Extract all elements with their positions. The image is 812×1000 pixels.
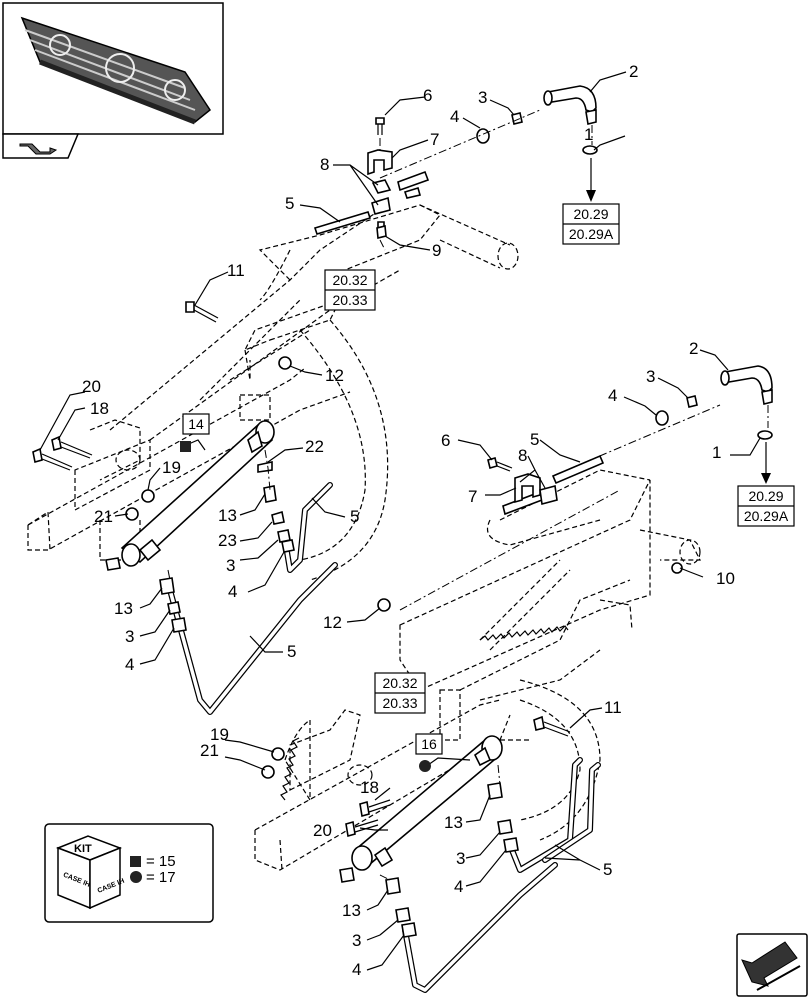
part-box-label: 14 [188, 416, 204, 432]
ref-arrows [586, 158, 771, 484]
part-box-14[interactable]: 14 [180, 413, 210, 452]
fasteners [32, 112, 698, 938]
callout-11[interactable]: 11 [604, 698, 622, 717]
lower-cylinder [339, 735, 503, 883]
callout-8[interactable]: 8 [518, 446, 527, 465]
kit-square-marker-icon [130, 856, 141, 867]
ref-box-20-29-upper[interactable]: 20.29 20.29A [562, 203, 620, 245]
callout-4[interactable]: 4 [228, 582, 237, 601]
callout-22[interactable]: 22 [305, 437, 324, 456]
ref-label: 20.32 [332, 272, 367, 288]
upper-frame [27, 204, 519, 581]
callout-11[interactable]: 11 [227, 261, 245, 280]
kit-square-marker-icon [180, 441, 191, 452]
callout-5[interactable]: 5 [287, 642, 296, 661]
kit-line-1: = 15 [146, 853, 176, 870]
part-box-16[interactable]: 16 [415, 733, 443, 772]
hose-upper-long [167, 562, 338, 715]
callout-5[interactable]: 5 [530, 430, 539, 449]
kit-circle-marker-icon [130, 871, 142, 883]
assembly-axes [167, 109, 769, 881]
callout-18[interactable]: 18 [360, 778, 379, 797]
callout-5[interactable]: 5 [350, 507, 359, 526]
callout-2[interactable]: 2 [629, 62, 638, 81]
callout-4[interactable]: 4 [125, 655, 134, 674]
callout-1[interactable]: 1 [712, 443, 721, 462]
lower-frame [254, 469, 701, 871]
callout-20[interactable]: 20 [313, 821, 332, 840]
callout-3[interactable]: 3 [646, 367, 655, 386]
callout-7[interactable]: 7 [468, 487, 477, 506]
callout-19[interactable]: 19 [210, 725, 229, 744]
serrated-edges [280, 625, 569, 801]
callout-3[interactable]: 3 [478, 88, 487, 107]
callout-4[interactable]: 4 [608, 386, 617, 405]
callout-10[interactable]: 10 [716, 569, 735, 588]
ref-label: 20.29 [573, 206, 608, 222]
callout-13[interactable]: 13 [218, 506, 237, 525]
ref-box-20-32-lower[interactable]: 20.32 20.33 [374, 672, 426, 714]
kit-line-2: = 17 [146, 869, 176, 886]
kit-title: KIT [74, 843, 92, 855]
kit-box-icon: KIT CASE IH CASE IH [55, 835, 126, 910]
callout-3[interactable]: 3 [125, 627, 134, 646]
next-page-arrow-icon[interactable] [736, 933, 808, 997]
callout-13[interactable]: 13 [444, 813, 463, 832]
callout-7[interactable]: 7 [430, 130, 439, 149]
callout-6[interactable]: 6 [423, 86, 432, 105]
ref-label: 20.33 [332, 292, 367, 308]
callout-13[interactable]: 13 [342, 901, 361, 920]
upper-cylinder [105, 420, 275, 571]
callout-3[interactable]: 3 [352, 931, 361, 950]
callout-9[interactable]: 9 [432, 241, 441, 260]
ref-label: 20.33 [382, 695, 417, 711]
upper-rods [313, 170, 430, 235]
callout-8[interactable]: 8 [320, 155, 329, 174]
callout-13[interactable]: 13 [114, 599, 133, 618]
leader-lines [39, 71, 761, 971]
callout-6[interactable]: 6 [441, 431, 450, 450]
callout-19[interactable]: 19 [162, 458, 181, 477]
callout-21[interactable]: 21 [200, 741, 219, 760]
kit-legend: KIT CASE IH CASE IH = 15 = 17 [44, 823, 214, 923]
callout-3[interactable]: 3 [456, 849, 465, 868]
callout-4[interactable]: 4 [454, 877, 463, 896]
callout-20[interactable]: 20 [82, 377, 101, 396]
hose-upper-short [282, 482, 333, 573]
ref-label: 20.32 [382, 675, 417, 691]
elbow-fitting-lower [720, 365, 773, 405]
elbow-fitting-upper [543, 85, 597, 125]
ref-box-20-29-lower[interactable]: 20.29 20.29A [737, 485, 795, 527]
callout-12[interactable]: 12 [323, 613, 342, 632]
ref-box-20-32-upper[interactable]: 20.32 20.33 [324, 269, 376, 311]
callout-labels: 1 1 2 2 3 3 3 3 3 3 4 4 4 4 4 4 5 5 5 5 … [82, 62, 735, 979]
washers [582, 145, 773, 440]
header-thumbnail-icon[interactable] [2, 2, 224, 135]
part-box-label: 16 [421, 736, 437, 752]
callout-4[interactable]: 4 [352, 960, 361, 979]
ref-label: 20.29 [748, 488, 783, 504]
callout-5[interactable]: 5 [603, 860, 612, 879]
ref-label: 20.29A [569, 226, 614, 242]
callout-5[interactable]: 5 [285, 194, 294, 213]
callout-18[interactable]: 18 [90, 399, 109, 418]
kit-circle-marker-icon [419, 760, 431, 772]
callout-2[interactable]: 2 [689, 339, 698, 358]
hose-lower-long [402, 862, 558, 993]
page-back-icon[interactable] [2, 133, 80, 159]
callout-21[interactable]: 21 [94, 507, 113, 526]
callout-4[interactable]: 4 [450, 107, 459, 126]
callout-23[interactable]: 23 [218, 531, 237, 550]
upper-bracket [367, 149, 393, 237]
callout-1[interactable]: 1 [584, 125, 593, 144]
callout-3[interactable]: 3 [226, 556, 235, 575]
hose-lower-pair [507, 757, 601, 873]
callout-12[interactable]: 12 [325, 366, 344, 385]
ref-label: 20.29A [744, 508, 789, 524]
